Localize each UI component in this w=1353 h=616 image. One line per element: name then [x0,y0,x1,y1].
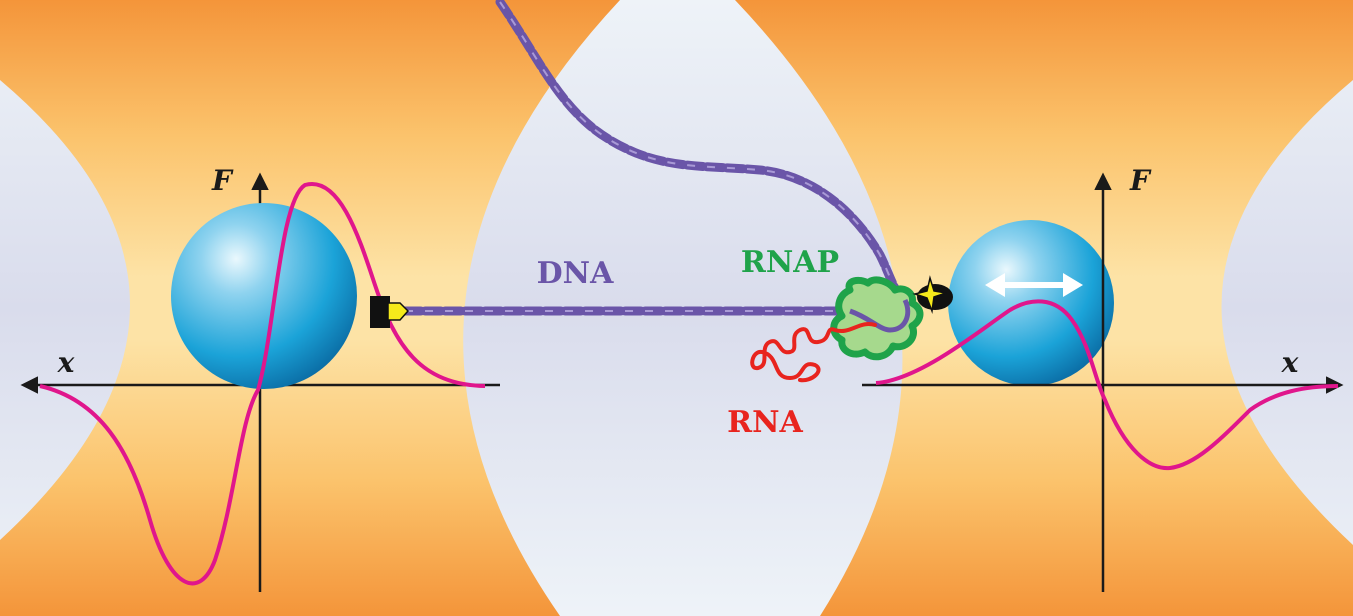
dna-transcription-bubble [849,298,911,333]
label-rnap: RNAP [741,245,839,280]
label-dna: DNA [537,256,614,291]
label-right-force-axis: F [1129,164,1152,197]
label-rna: RNA [727,405,803,440]
rnap-enzyme [830,276,924,361]
right-force-curve [875,299,1339,471]
label-left-position-axis: x [57,346,75,379]
rna-transcript [750,321,877,383]
left-force-curve [39,181,486,586]
right-bead-tag [912,275,947,314]
left-bead-linker [370,296,390,328]
bead-motion-double-arrow [985,273,1083,297]
left-bead [171,203,357,389]
left-bead-tag [387,302,410,321]
dna-upstream-helix [499,1,906,301]
label-right-position-axis: x [1281,346,1299,379]
label-left-force-axis: F [211,164,234,197]
